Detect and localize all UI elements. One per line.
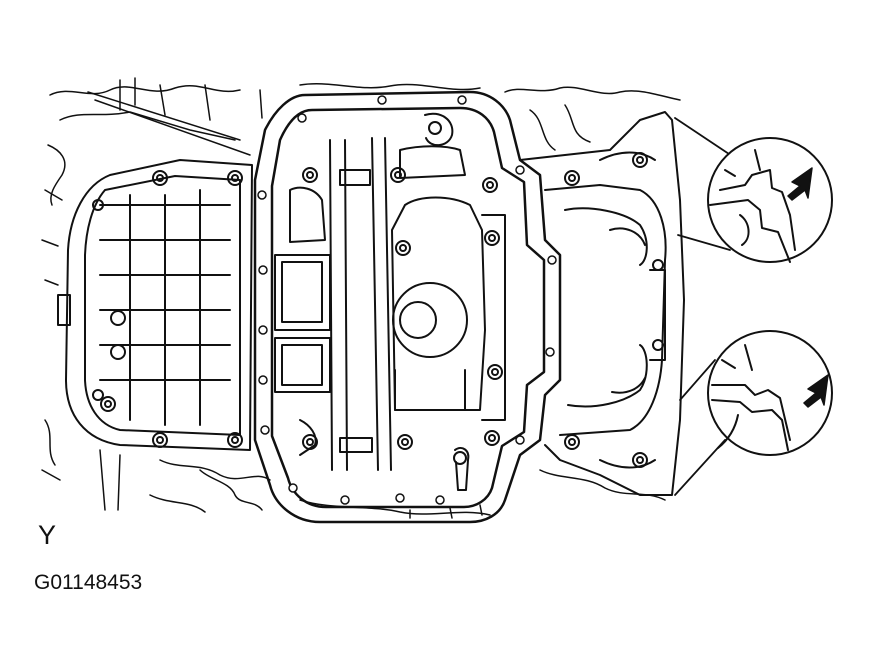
gasket-dots — [257, 95, 557, 505]
detail-circle-lower — [707, 330, 833, 456]
arrow-icon — [803, 374, 829, 408]
oil-pan-right-section — [519, 111, 685, 496]
bolt-holes — [100, 121, 664, 468]
view-label: Y — [38, 520, 57, 550]
callout-leaders — [674, 117, 739, 496]
detail-circle-upper — [707, 137, 833, 263]
oil-pan-internals — [274, 112, 506, 491]
oil-pan-left-section — [57, 159, 253, 451]
figure-id: G01148453 — [34, 571, 143, 594]
engine-background — [41, 77, 681, 519]
oil-pan-gasket-outline — [253, 90, 562, 524]
arrow-icon — [787, 167, 813, 201]
